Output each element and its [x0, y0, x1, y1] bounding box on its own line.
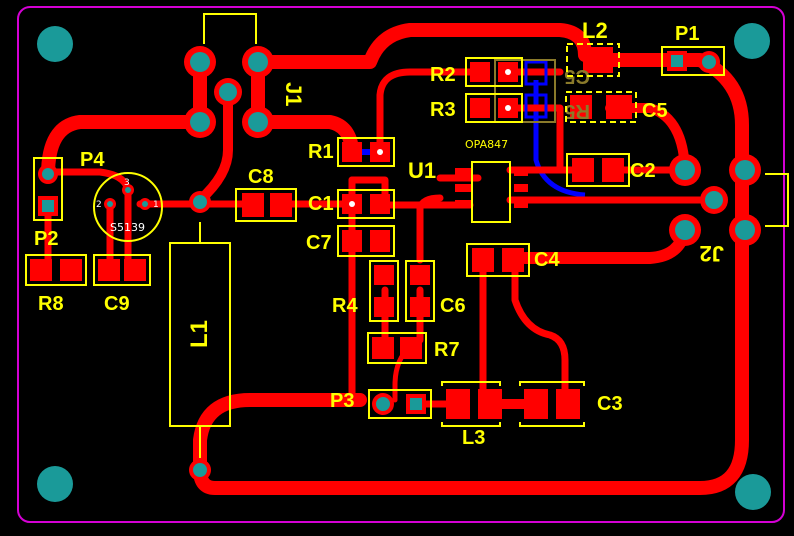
silkscreen-outlines: [25, 13, 789, 458]
mounting-hole-tr: [734, 23, 770, 59]
label-l2: L2: [582, 18, 608, 43]
label-pin2: 2: [96, 200, 102, 210]
label-c7: C7: [306, 232, 332, 254]
mounting-hole-bl: [37, 466, 73, 502]
label-r4: R4: [332, 295, 358, 317]
label-c5: C5: [642, 100, 668, 122]
label-l3: L3: [462, 427, 485, 449]
label-r3: R3: [430, 99, 456, 121]
label-r1: R1: [308, 141, 334, 163]
mounting-hole-br: [735, 474, 771, 510]
board-outline: [17, 6, 785, 523]
label-p3: P3: [330, 390, 354, 412]
label-p1: P1: [675, 23, 699, 45]
label-c9: C9: [104, 293, 130, 315]
label-pin1: 1: [153, 200, 159, 210]
label-c6: C6: [440, 295, 466, 317]
label-pin3: 3: [124, 178, 130, 188]
copper-traces: [41, 23, 749, 495]
label-u1: U1: [408, 158, 436, 183]
label-j2: J2: [700, 241, 724, 266]
label-l1: L1: [186, 320, 213, 348]
label-p4: P4: [80, 149, 105, 171]
label-r2: R2: [430, 64, 456, 86]
copper-pads: [30, 46, 761, 481]
mounting-hole-tl: [37, 26, 73, 62]
label-j1: J1: [281, 82, 306, 106]
label-r8: R8: [38, 293, 64, 315]
label-c3: C3: [597, 393, 623, 415]
label-bottom-r5: R5: [564, 100, 590, 122]
label-r7: R7: [434, 339, 460, 361]
label-opamp: OPA847: [465, 138, 508, 151]
bottom-trace: [533, 80, 586, 198]
bottom-silkscreen: [494, 59, 556, 123]
label-c8: C8: [248, 166, 274, 188]
label-sensor: S5139: [110, 221, 145, 234]
label-p2: P2: [34, 228, 58, 250]
label-c1: C1: [308, 193, 334, 215]
label-c4: C4: [534, 249, 560, 271]
label-c2: C2: [630, 160, 656, 182]
